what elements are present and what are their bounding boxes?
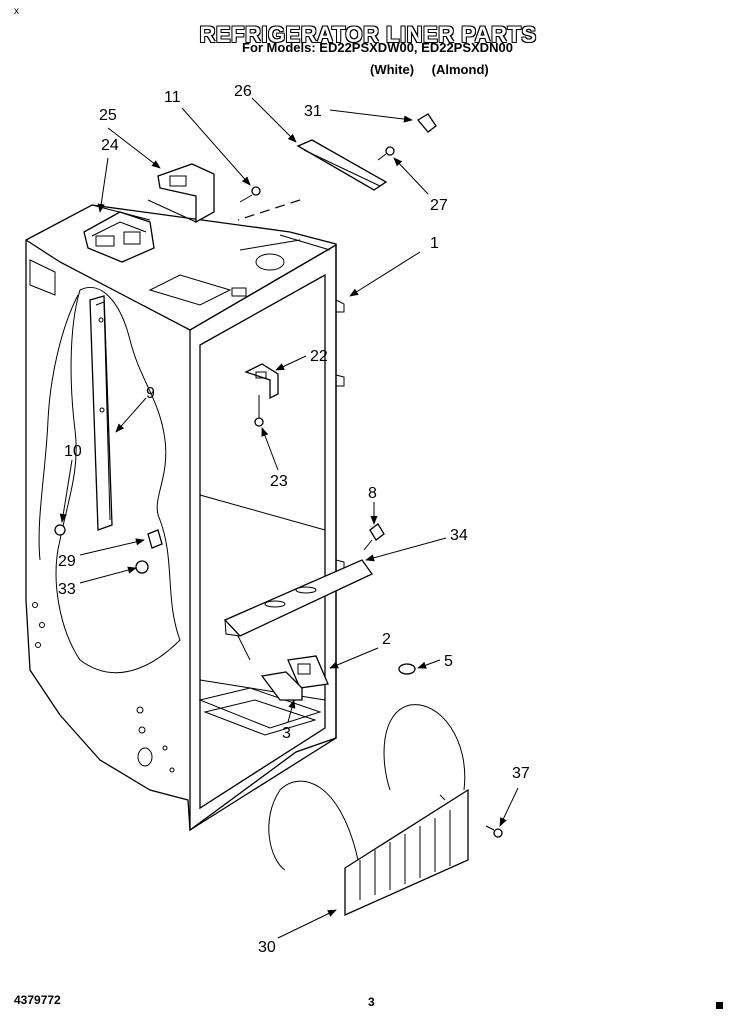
part-30-clip	[417, 113, 437, 133]
models-line: For Models: ED22PSXDW00, ED22PSXDN00	[242, 40, 513, 55]
part-24-housing	[83, 211, 155, 263]
color-white-label: (White)	[370, 62, 415, 77]
callout-8: 8	[368, 485, 377, 502]
part-5-nut	[398, 663, 416, 675]
corner-dot	[716, 1002, 723, 1009]
color-almond-label: (Almond)	[431, 62, 489, 77]
part-8-fastener	[363, 523, 385, 551]
callout-5: 5	[444, 653, 453, 670]
callout-3: 3	[282, 725, 291, 742]
callout-26: 26	[234, 83, 252, 100]
callout-37: 37	[512, 765, 530, 782]
callout-1: 1	[430, 235, 439, 252]
callout-22: 22	[310, 348, 328, 365]
callout-numbers: 25 24 11 26 31 27 1 22 23 9 10 29 33 8 3…	[58, 83, 530, 956]
callout-34: 34	[450, 527, 468, 544]
callout-27: 27	[430, 197, 448, 214]
callout-leaders	[59, 97, 519, 939]
page-number: 3	[368, 995, 375, 1009]
part-number: 4379772	[14, 993, 61, 1007]
liner-cabinet	[25, 204, 345, 832]
part-31-heater	[268, 704, 469, 917]
callout-23: 23	[270, 473, 288, 490]
callout-10: 10	[64, 443, 82, 460]
part-2-bracket	[287, 655, 329, 689]
corner-mark: x	[14, 6, 19, 17]
part-26-rail	[237, 139, 388, 221]
color-labels: (White) (Almond)	[370, 62, 503, 77]
part-27-screw	[377, 146, 395, 161]
callout-29: 29	[58, 553, 76, 570]
callout-11: 11	[164, 89, 181, 106]
callout-24: 24	[101, 137, 119, 154]
diagram-title: REFRIGERATOR LINER PARTS	[199, 22, 537, 47]
callout-33: 33	[58, 581, 76, 598]
callout-30: 31	[304, 103, 322, 120]
part-23-screw	[254, 395, 264, 427]
part-37-screw	[485, 825, 503, 838]
part-34-channel	[223, 559, 373, 661]
part-33-grommet	[135, 560, 149, 574]
part-3-plate	[260, 671, 303, 701]
part-10-fastener	[54, 524, 66, 536]
callout-31: 30	[258, 939, 276, 956]
part-11-screw	[239, 186, 261, 203]
callout-25: 25	[99, 107, 117, 124]
part-25-bracket	[147, 163, 215, 224]
callout-2: 2	[382, 631, 391, 648]
callout-9: 9	[146, 385, 155, 402]
part-29-clip	[147, 529, 163, 549]
part-22-bracket	[244, 363, 279, 400]
part-9-channel	[89, 295, 113, 531]
